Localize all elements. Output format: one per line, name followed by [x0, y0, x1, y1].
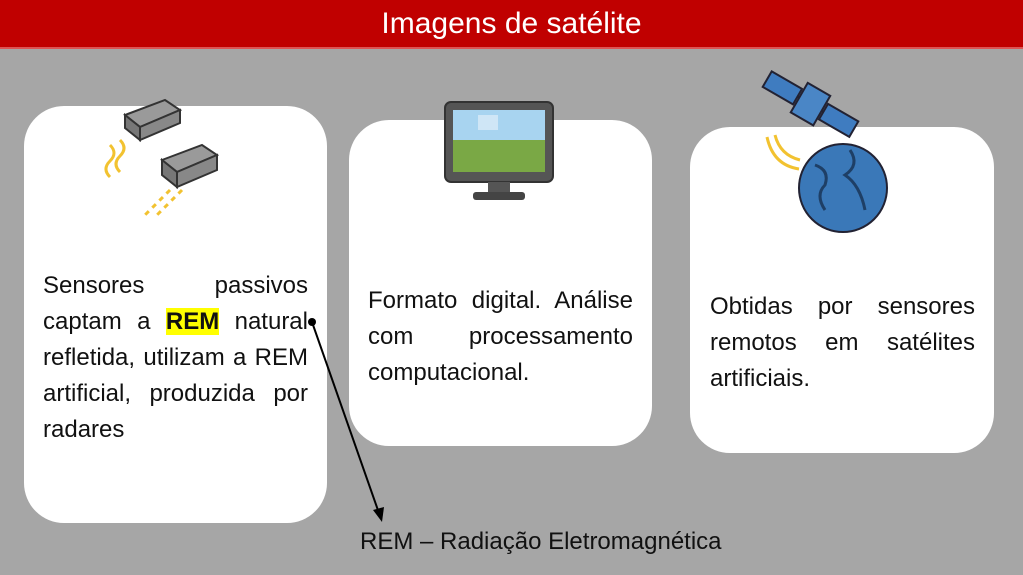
sensors-icon [104, 98, 220, 217]
satellite-earth-icon [761, 69, 888, 233]
monitor-icon [444, 101, 554, 200]
page-title: Imagens de satélite [0, 0, 1023, 49]
card-text-remote-sensors: Obtidas por sensores remotos em satélite… [710, 293, 975, 392]
highlight-rem: REM [165, 308, 220, 335]
text: natural refletida, utilizam a REM artifi… [43, 308, 308, 443]
card-text-digital-format: Formato digital. Análise com processamen… [368, 287, 633, 386]
footnote-rem: REM – Radiação Eletromagnética [360, 528, 722, 555]
text: Sensores passivos captam a [43, 272, 308, 335]
card-text-passive-sensors: Sensores passivos captam a REM natural r… [43, 268, 308, 448]
